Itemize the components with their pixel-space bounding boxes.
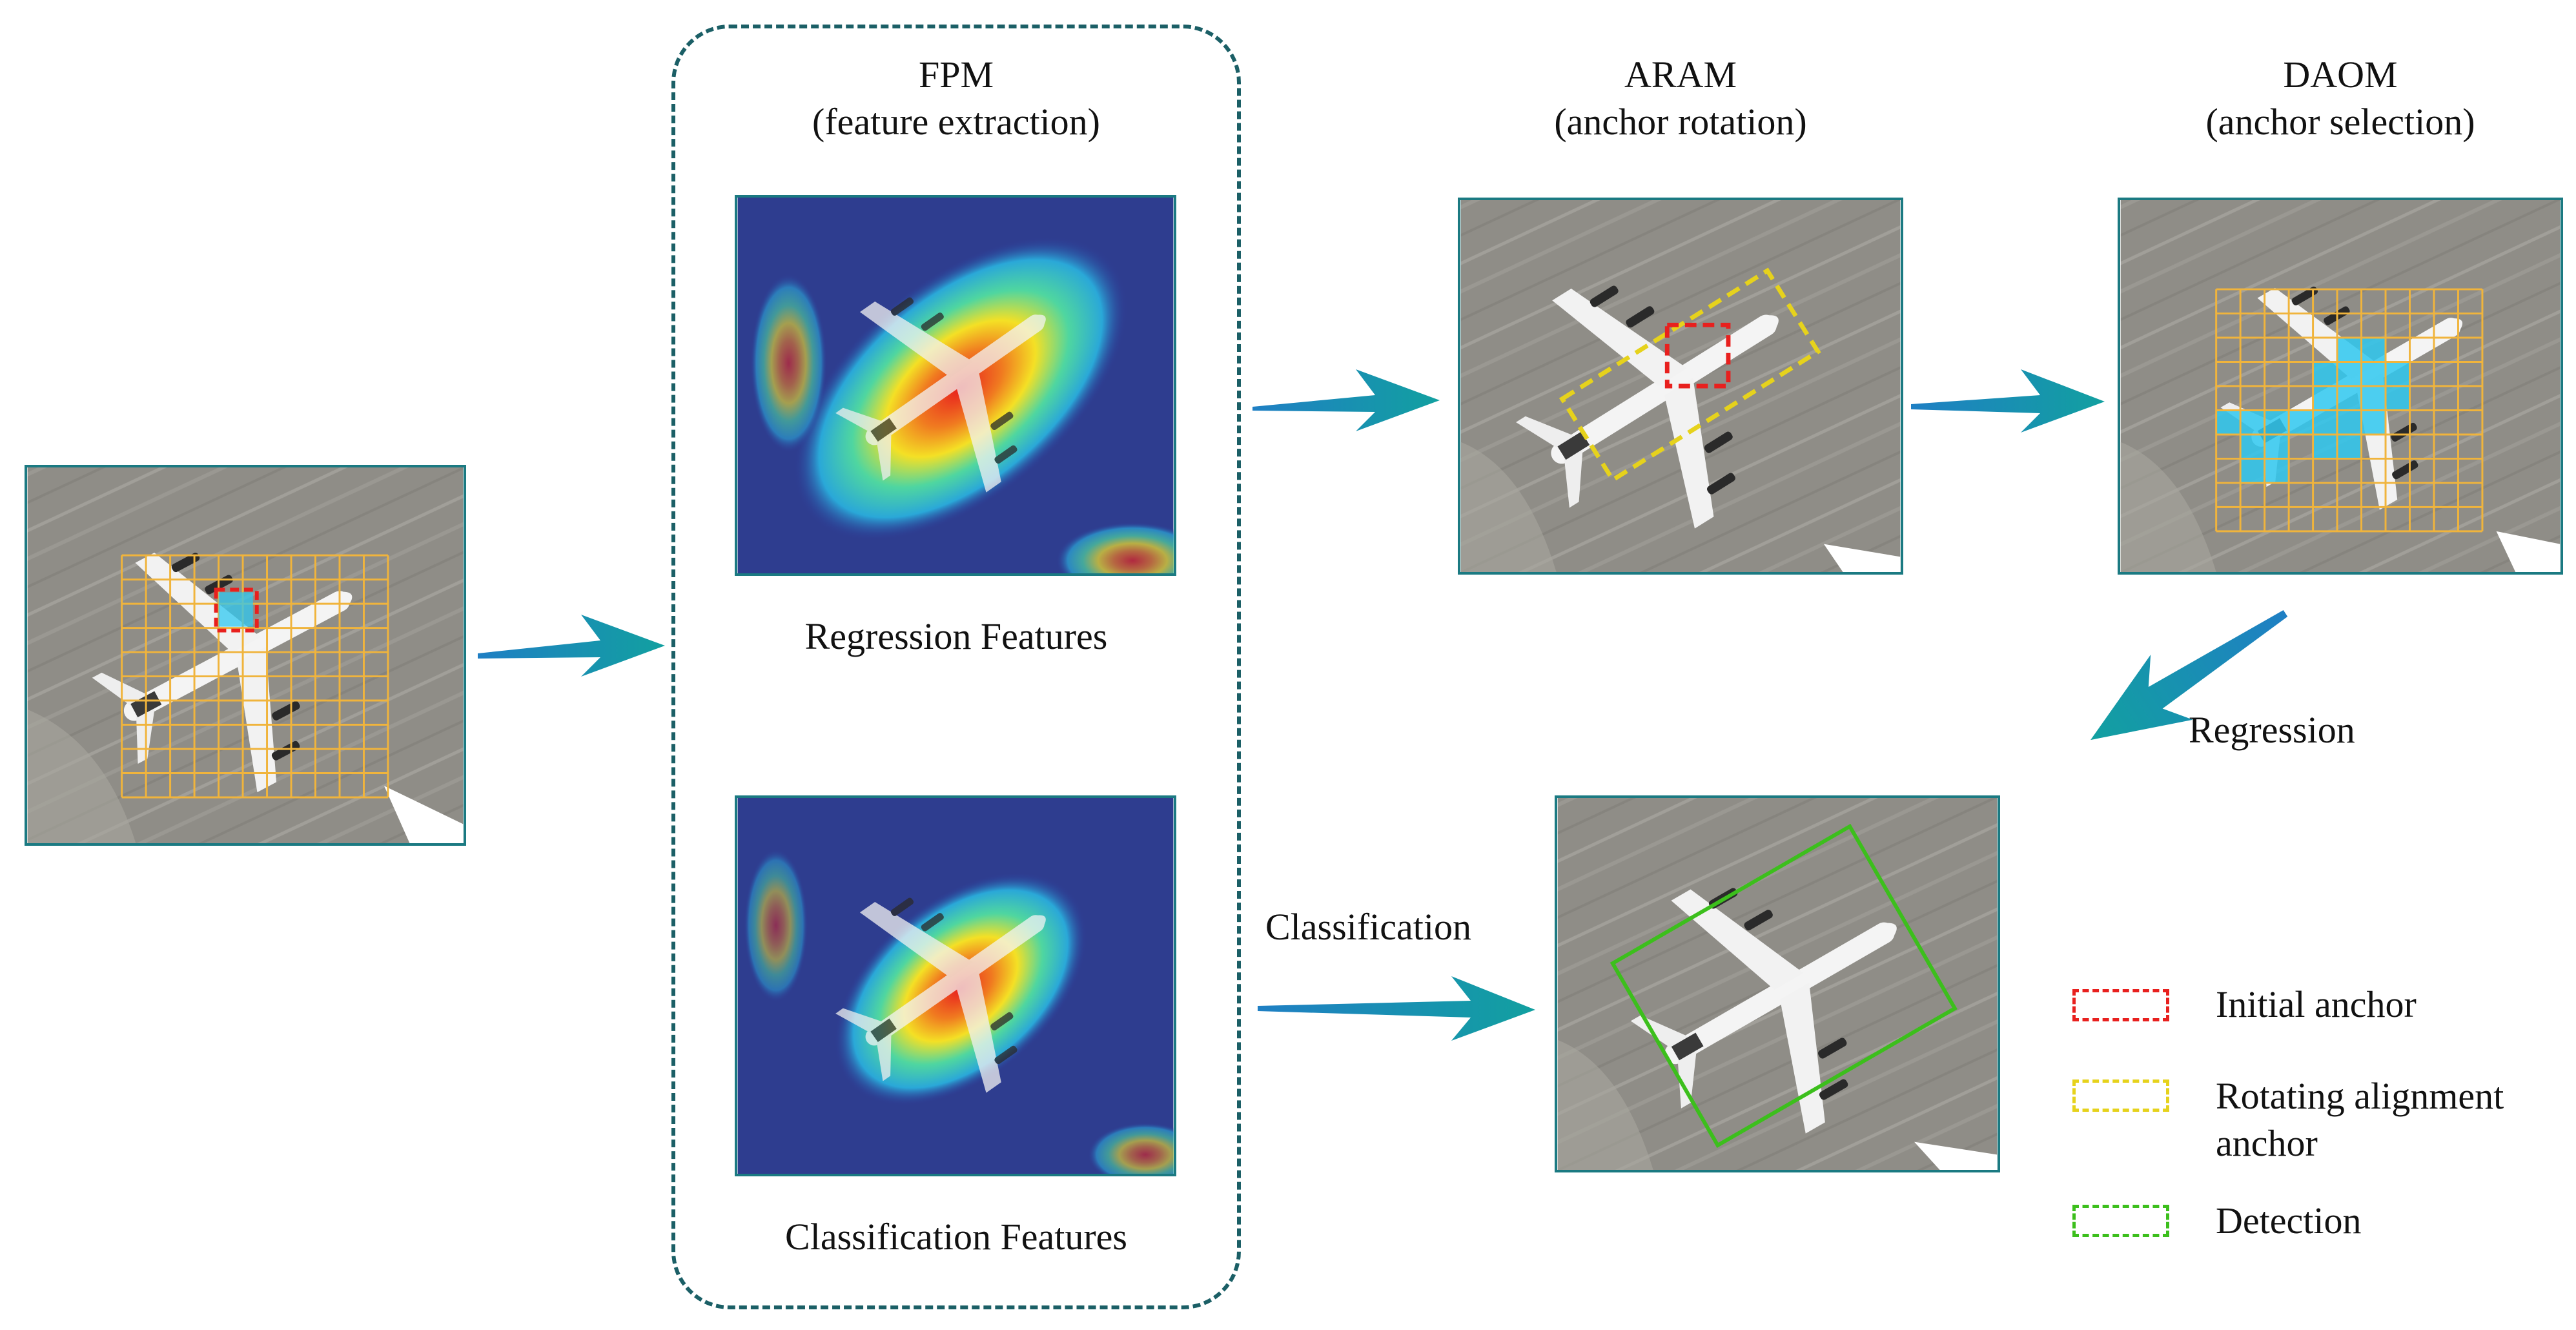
- regression-features-label: Regression Features: [804, 615, 1108, 657]
- legend-swatch-detection: [2072, 1205, 2169, 1237]
- detection-box: [1610, 823, 1958, 1148]
- selected-cell: [2337, 410, 2362, 435]
- aram-image-panel: [1458, 198, 1903, 575]
- daom-aerial-image: [2120, 200, 2561, 572]
- daom-image-panel: [2118, 198, 2563, 575]
- selected-cell: [2386, 386, 2410, 411]
- classification-arrow-label: Classification: [1265, 906, 1471, 948]
- selected-cell: [2313, 410, 2338, 435]
- arrow-aram-to-daom: [1911, 369, 2105, 433]
- classification-heatmap: [737, 798, 1174, 1174]
- arrow-input-to-fpm: [478, 615, 665, 677]
- selected-cell: [2361, 410, 2386, 435]
- selected-cell: [2313, 386, 2338, 411]
- selected-cell: [2313, 362, 2338, 386]
- legend-label-rotating-alignment-anchor: Rotating alignment anchor: [2216, 1073, 2504, 1167]
- legend-label-detection: Detection: [2216, 1200, 2362, 1242]
- selected-cell: [2337, 338, 2362, 362]
- anchor-grid: [2215, 288, 2484, 533]
- daom-name: DAOM: [2283, 54, 2398, 96]
- selected-cell: [2337, 362, 2362, 386]
- detection-image-panel: [1555, 795, 2000, 1172]
- aram-title: ARAM (anchor rotation): [1458, 52, 1903, 145]
- selected-cell: [2313, 434, 2338, 459]
- selected-cell: [2337, 386, 2362, 411]
- aram-description: (anchor rotation): [1554, 100, 1807, 143]
- legend-label-initial-anchor: Initial anchor: [2216, 983, 2417, 1025]
- selected-cell: [2386, 362, 2410, 386]
- arrow-fpm-to-aram: [1252, 369, 1440, 431]
- fpm-name: FPM: [918, 54, 994, 96]
- legend-swatch-rotating-alignment-anchor: [2072, 1079, 2169, 1112]
- selected-cell: [2216, 410, 2241, 435]
- arrow-regression: [2090, 609, 2288, 741]
- anchor-grid: [121, 554, 389, 799]
- selected-cell: [2264, 458, 2289, 483]
- legend-swatch-initial-anchor: [2072, 989, 2169, 1021]
- selected-cell: [2240, 458, 2265, 483]
- fpm-module-container: [671, 25, 1241, 1309]
- regression-arrow-label: Regression: [2189, 709, 2355, 751]
- selected-cell: [2361, 362, 2386, 386]
- selected-cell: [218, 592, 253, 627]
- daom-description: (anchor selection): [2205, 100, 2475, 143]
- detection-aerial-image: [1557, 798, 1998, 1170]
- selected-cell: [2264, 434, 2289, 459]
- selected-cell: [2240, 410, 2265, 435]
- legend-label-line: Rotating alignment: [2216, 1075, 2504, 1117]
- initial-anchor-box: [1664, 322, 1731, 389]
- selected-cell: [2240, 434, 2265, 459]
- arrow-classification: [1258, 976, 1535, 1041]
- fpm-title: FPM (feature extraction): [671, 52, 1241, 145]
- input-image-panel: [25, 465, 466, 846]
- aram-name: ARAM: [1624, 54, 1737, 96]
- initial-anchor-box: [214, 588, 259, 633]
- classification-feature-map: [735, 795, 1176, 1176]
- regression-heatmap: [737, 198, 1174, 573]
- classification-features-label: Classification Features: [785, 1216, 1127, 1258]
- rotating-alignment-anchor-box: [1559, 267, 1821, 484]
- selected-cell: [2361, 386, 2386, 411]
- legend-label-line: anchor: [2216, 1121, 2318, 1164]
- selected-anchor-cells: [2216, 338, 2410, 483]
- selected-cell: [2361, 338, 2386, 362]
- input-aerial-image: [27, 467, 464, 843]
- selected-cell: [2289, 410, 2313, 435]
- regression-feature-map: [735, 195, 1176, 576]
- selected-cell: [2337, 434, 2362, 459]
- fpm-description: (feature extraction): [812, 100, 1100, 143]
- aram-aerial-image: [1460, 200, 1901, 572]
- selected-cell: [2264, 410, 2289, 435]
- daom-title: DAOM (anchor selection): [2118, 52, 2563, 145]
